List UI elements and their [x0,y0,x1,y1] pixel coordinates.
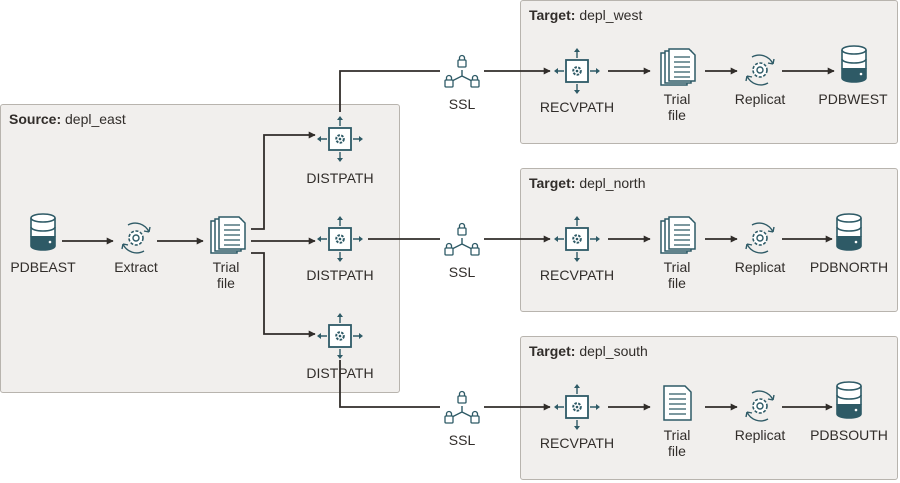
recvpath-label-north: RECVPATH [540,267,614,283]
ssl-lock-icon [444,54,480,88]
recvpath-label-west: RECVPATH [540,99,614,115]
trail-label-north-line1: Trial [664,259,691,275]
trail-label-south-line1: Trial [664,427,691,443]
distpath-label-top: DISTPATH [306,170,373,186]
target-db-label-south: PDBSOUTH [810,427,888,443]
database-icon [30,213,56,251]
recvpath-icon [553,47,601,95]
distpath-label-bottom: DISTPATH [306,365,373,381]
replicat-label-north: Replicat [735,259,786,275]
distpath-icon [316,312,364,360]
source-db-label: PDBEAST [10,259,76,275]
replicat-process-icon [745,390,775,422]
replicat-process-icon [745,54,775,86]
ssl-lock-icon [444,390,480,424]
database-icon [836,213,862,251]
trail-file-icon [660,48,696,86]
replicat-label-south: Replicat [735,427,786,443]
trail-file-icon [210,216,246,254]
recvpath-icon [553,383,601,431]
trail-label-west-line2: file [668,107,686,123]
distpath-icon [316,115,364,163]
replicat-process-icon [745,222,775,254]
trail-file-icon [663,385,692,421]
distpath-label-mid: DISTPATH [306,267,373,283]
ssl-label-north: SSL [449,264,476,280]
extract-process-icon [121,222,151,254]
trail-file-icon [660,216,696,254]
extract-label: Extract [114,259,158,275]
trail-label-west-line1: Trial [664,91,691,107]
arrow-trail-to-distpath-bottom [251,252,316,338]
line-distpath-to-ssl-south [339,360,440,408]
recvpath-label-south: RECVPATH [540,435,614,451]
source-title: Source: depl_east [9,111,126,127]
replicat-label-west: Replicat [735,91,786,107]
recvpath-icon [553,215,601,263]
source-trail-label-line2: file [217,275,235,291]
ssl-label-south: SSL [449,432,476,448]
target-db-label-west: PDBWEST [818,91,888,107]
line-distpath-to-ssl-west [339,70,440,112]
target-box-west: Target: depl_west [520,0,898,144]
target-db-label-north: PDBNORTH [810,259,888,275]
distpath-icon [316,215,364,263]
ssl-label-west: SSL [449,96,476,112]
target-title-west: Target: depl_west [529,7,643,23]
connectors [62,67,835,411]
source-trail-label-line1: Trial [213,259,240,275]
trail-label-south-line2: file [668,443,686,459]
database-icon [836,381,862,419]
target-title-north: Target: depl_north [529,175,646,191]
trail-label-north-line2: file [668,275,686,291]
arrow-trail-to-distpath-top [251,131,316,230]
ssl-lock-icon [444,222,480,256]
target-title-south: Target: depl_south [529,343,648,359]
database-icon [841,45,867,83]
